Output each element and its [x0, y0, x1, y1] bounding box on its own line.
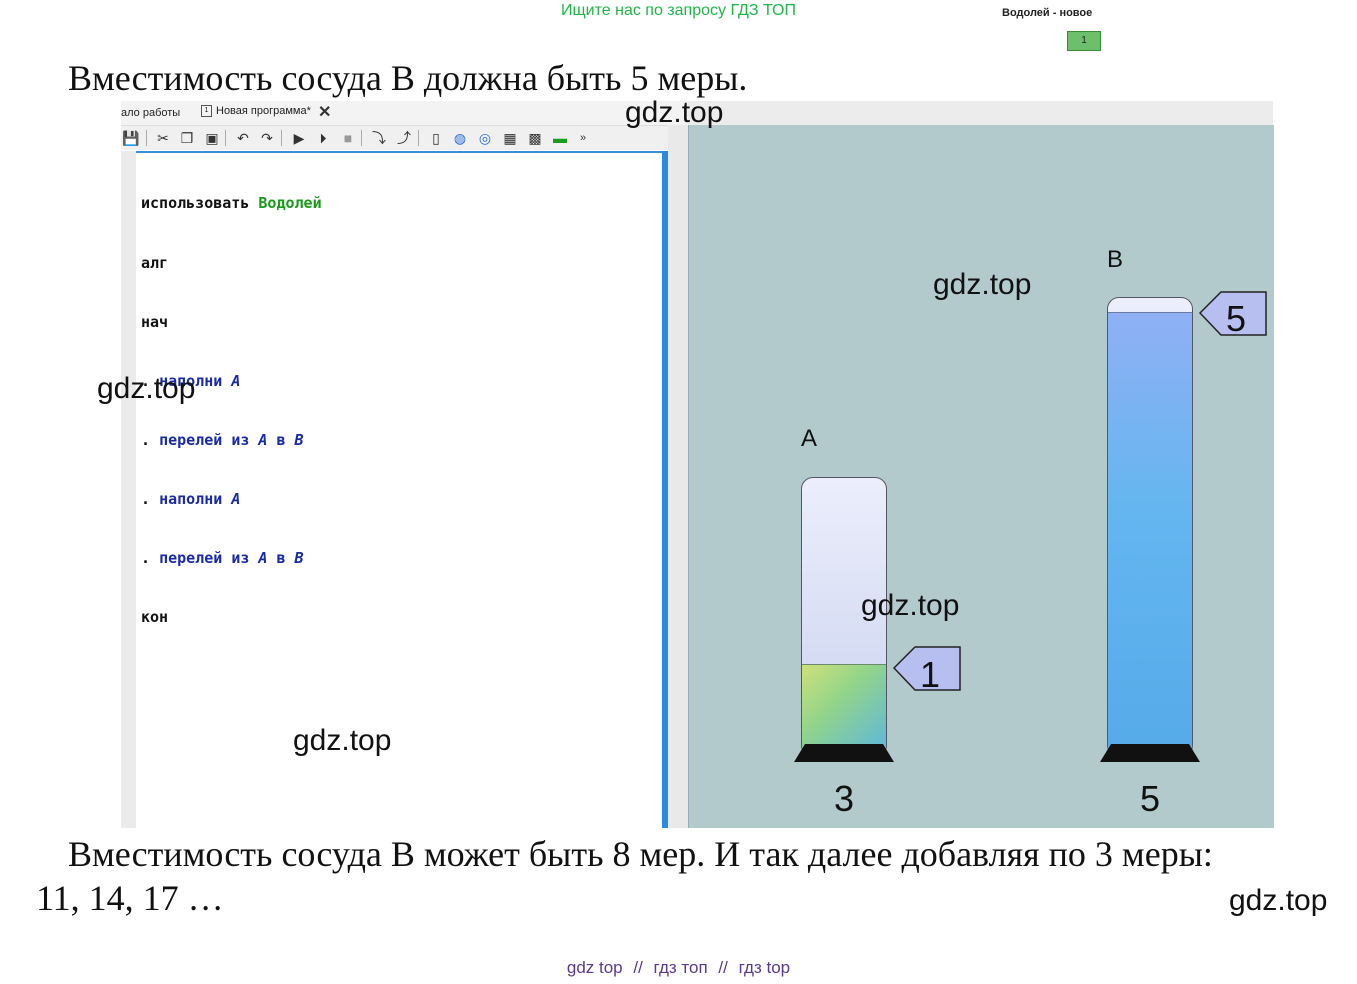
- tab-program-label: Новая программа*: [216, 105, 311, 117]
- search-banner[interactable]: Ищите нас по запросу ГДЗ ТОП: [561, 2, 796, 19]
- splitter[interactable]: [668, 125, 688, 828]
- more-icon[interactable]: »: [579, 132, 587, 144]
- tab-start[interactable]: ало работы: [121, 107, 181, 119]
- aquarius-icon[interactable]: ▬: [553, 130, 567, 146]
- stop-icon[interactable]: ■: [343, 130, 353, 146]
- footer-link[interactable]: gdz top: [566, 958, 623, 977]
- toolbar: 💾 ✂ ❐ ▣ ↶ ↷ ▶ ⏵ ■ ⤵ ⤴ ▯ ◍ ◎ ▦ ▩ ▬ »: [121, 126, 688, 150]
- aquarius-window-title: Водолей - новое: [1002, 7, 1093, 19]
- document-icon: 1: [201, 105, 212, 118]
- footer-link[interactable]: гдз топ: [653, 958, 708, 977]
- text-bottom-line2: 11, 14, 17 …: [36, 878, 224, 918]
- vessel-b-base: [1100, 744, 1200, 762]
- code-line-2: алг: [141, 253, 169, 272]
- code-line-5: . перелей из A в B: [141, 430, 304, 449]
- watermark: gdz.top: [97, 372, 196, 405]
- vessel-b-level-marker: [1199, 291, 1267, 336]
- ide-screenshot: ало работы 1 Новая программа* ✕ 💾 ✂ ❐ ▣ ↶…: [121, 101, 1274, 830]
- watermark: gdz.top: [293, 724, 392, 757]
- editor-scrollbar[interactable]: [662, 151, 668, 828]
- code-line-8: кон: [141, 608, 169, 627]
- watermark: gdz.top: [861, 589, 960, 622]
- tab-program[interactable]: 1 Новая программа*: [201, 105, 311, 118]
- code-editor[interactable]: использовать Водолей алг нач . наполни A…: [136, 151, 663, 830]
- undo-icon[interactable]: ↶: [237, 130, 249, 146]
- footer-link[interactable]: гдз top: [738, 958, 791, 977]
- watermark: gdz.top: [625, 96, 724, 129]
- copy-icon[interactable]: ❐: [180, 130, 194, 146]
- vessel-a-level-value: 1: [920, 654, 941, 695]
- close-icon[interactable]: ✕: [318, 104, 332, 121]
- vessel-b-capacity: 5: [1140, 778, 1161, 819]
- code-line-1: использовать Водолей: [141, 194, 322, 213]
- text-bottom-line1: Вместимость сосуда В может быть 8 мер. И…: [68, 834, 1213, 874]
- paste-icon[interactable]: ▣: [205, 130, 219, 146]
- footer-separator: //: [718, 958, 728, 977]
- footer-separator: //: [633, 958, 643, 977]
- draw-icon[interactable]: ◎: [478, 130, 492, 146]
- vessel-a-level-marker: [893, 646, 961, 691]
- code-line-6: . наполни A: [141, 489, 241, 508]
- code-line-7: . перелей из A в B: [141, 549, 304, 568]
- watermark: gdz.top: [933, 268, 1032, 301]
- vessel-b: [1107, 297, 1193, 759]
- step-out-icon[interactable]: ⤴: [397, 130, 411, 146]
- run-icon[interactable]: ▶: [293, 130, 305, 146]
- editor-gutter: [121, 151, 136, 828]
- tab-bar: ало работы 1 Новая программа* ✕: [121, 101, 688, 126]
- code-line-4: . наполни A: [141, 371, 241, 390]
- redo-icon[interactable]: ↷: [261, 130, 273, 146]
- robot-icon[interactable]: ◍: [453, 130, 467, 146]
- vessel-a-water: [802, 664, 886, 758]
- step-into-icon[interactable]: ⤵: [372, 130, 386, 146]
- grid-icon[interactable]: ▦: [503, 130, 517, 146]
- vessel-b-water: [1108, 312, 1192, 758]
- footer-links: gdz top // гдз топ // гдз top: [0, 958, 1357, 978]
- vessel-icon[interactable]: ▯: [432, 130, 440, 146]
- vessel-b-label: B: [1107, 246, 1124, 273]
- step-counter: 1: [1067, 31, 1101, 51]
- code-line-3: нач: [141, 312, 169, 331]
- text-top: Вместимость сосуда В должна быть 5 меры.: [68, 58, 748, 98]
- vessel-b-level-value: 5: [1226, 298, 1247, 339]
- step-run-icon[interactable]: ⏵: [319, 130, 327, 146]
- vessel-a-capacity: 3: [834, 778, 855, 819]
- turtle-icon[interactable]: ▩: [528, 130, 542, 146]
- vessel-a-base: [794, 744, 894, 762]
- vessel-a-label: A: [801, 425, 818, 452]
- watermark: gdz.top: [1229, 884, 1328, 917]
- save-icon[interactable]: 💾: [122, 130, 140, 146]
- aquarius-title-bar: [688, 101, 1273, 125]
- vessel-a: [801, 477, 887, 759]
- cut-icon[interactable]: ✂: [157, 130, 169, 146]
